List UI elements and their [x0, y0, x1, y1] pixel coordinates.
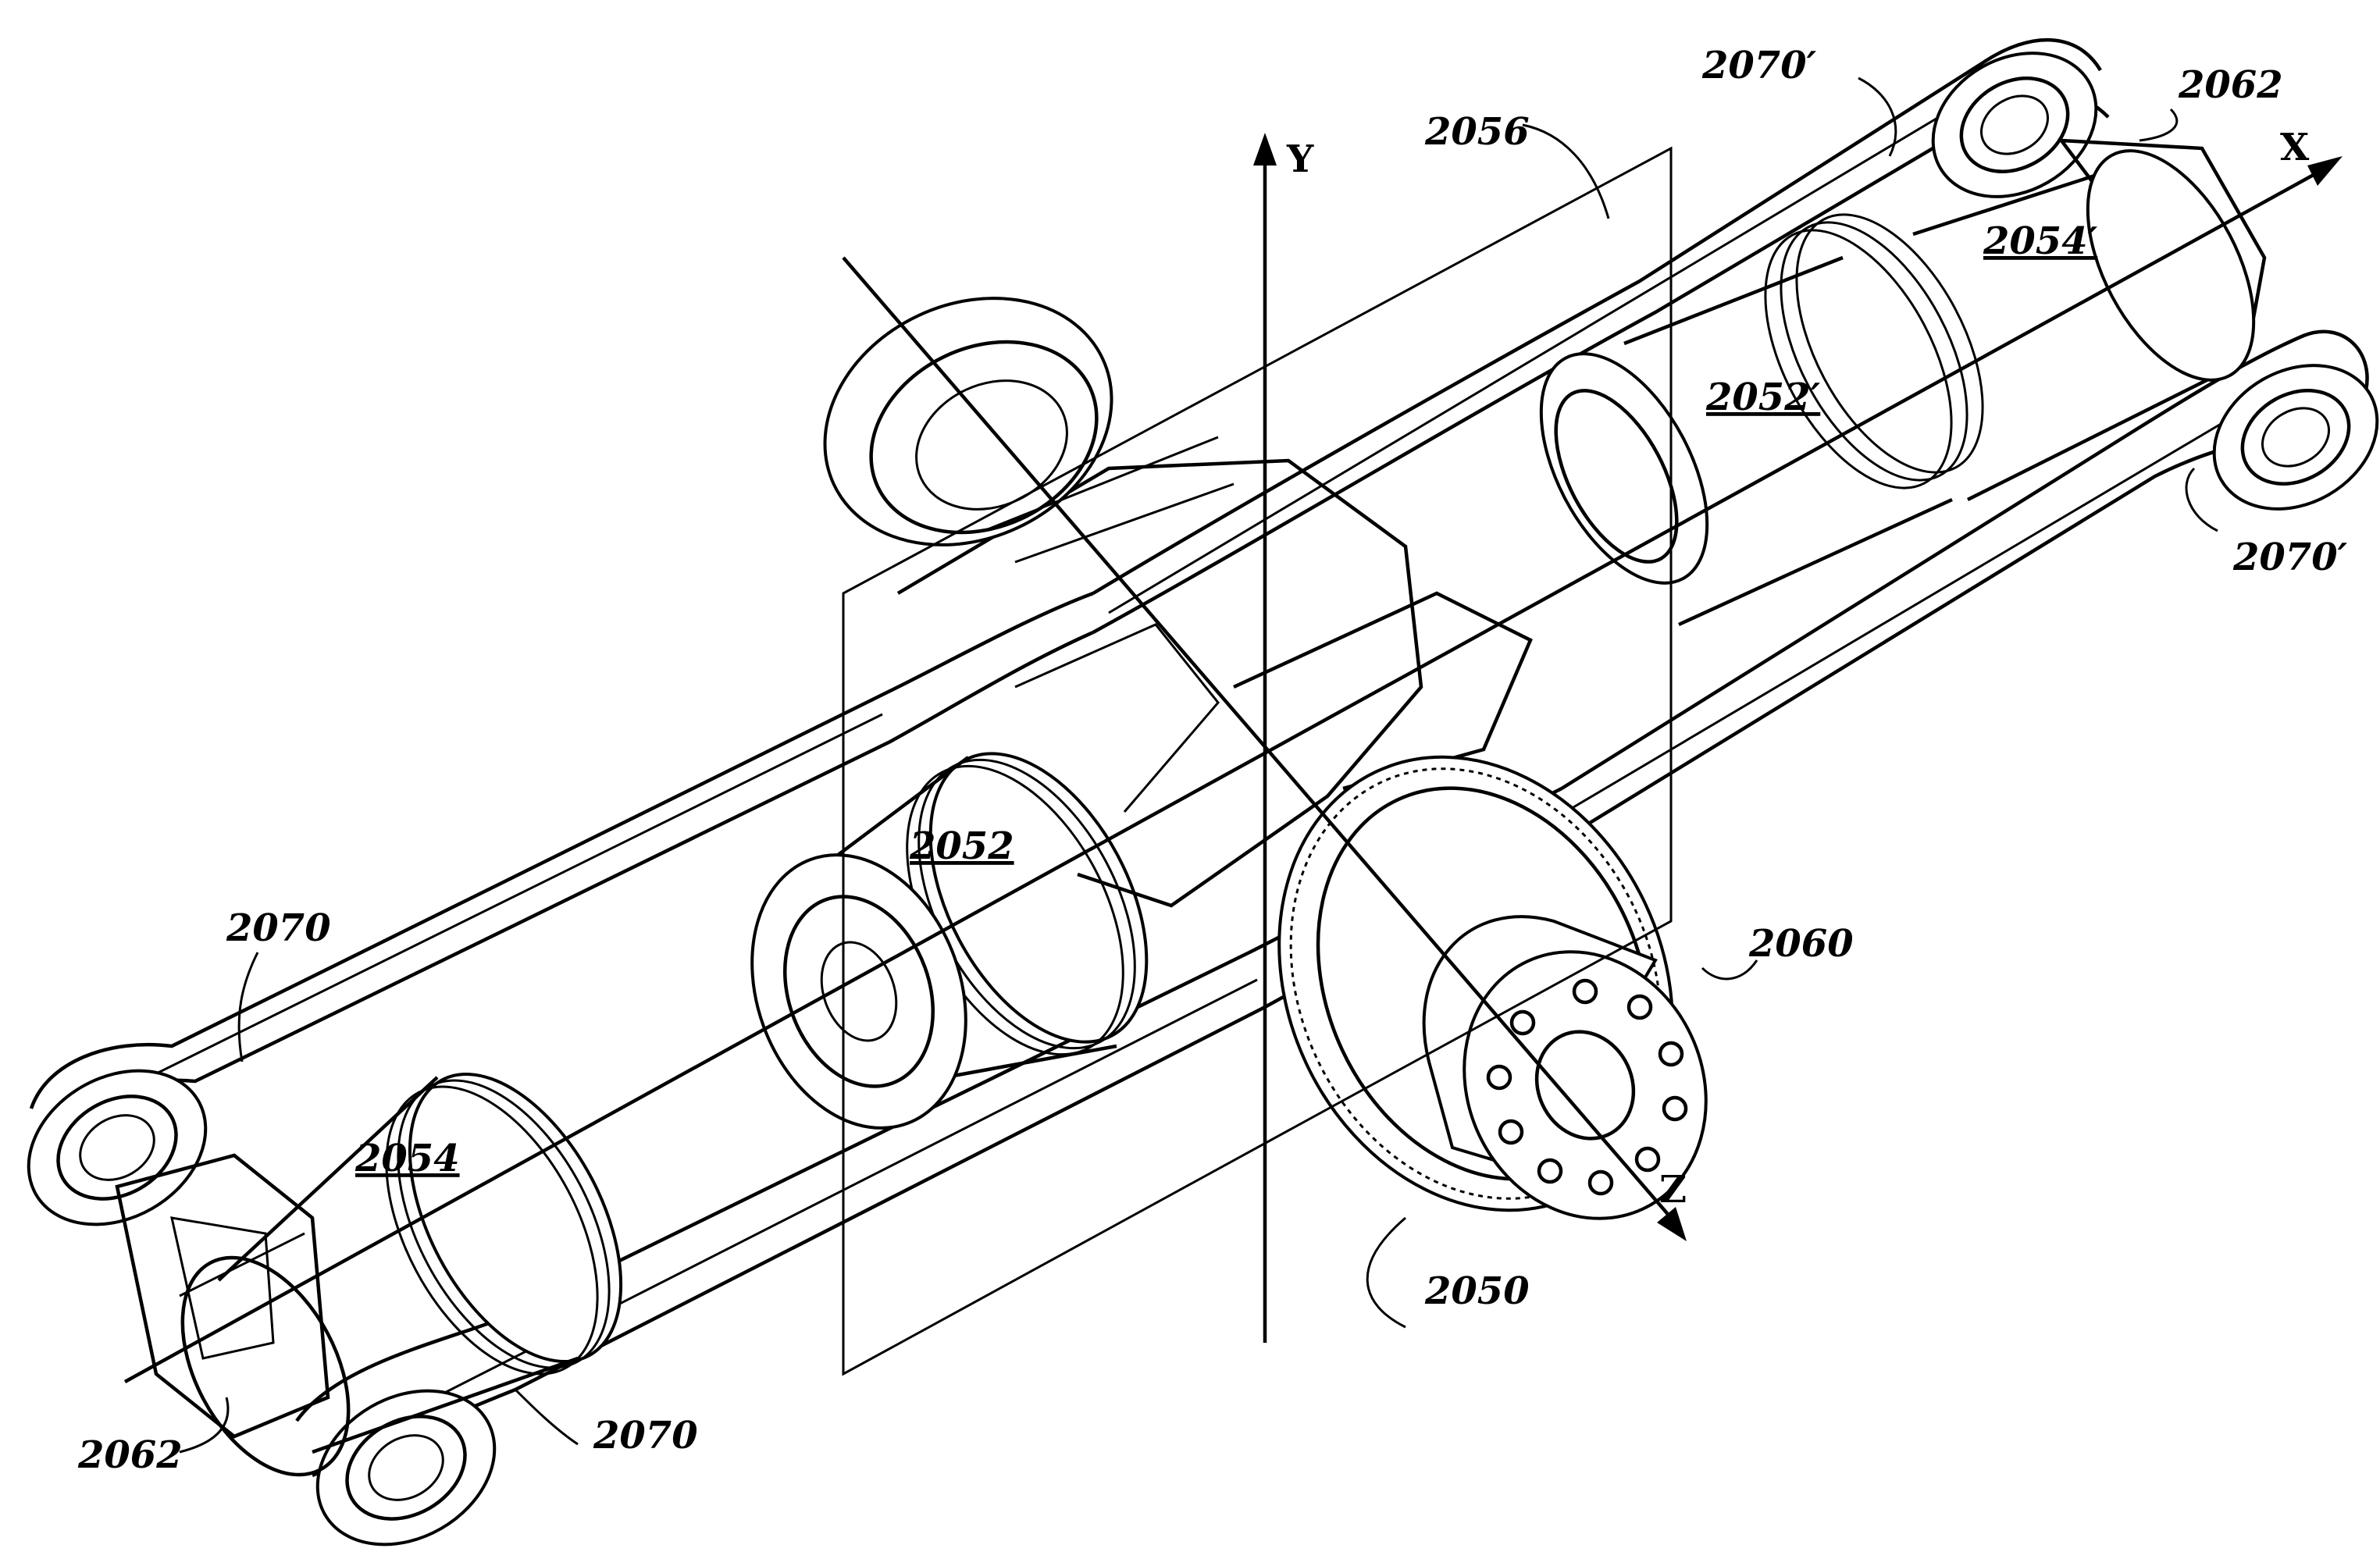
label-2052: 2052 [909, 824, 1014, 868]
label-2070-prime-upper: 2070′ [1701, 44, 1817, 87]
label-2056: 2056 [1424, 110, 1530, 154]
axis-label-z: Z [1659, 1168, 1687, 1212]
label-2054: 2054 [355, 1137, 460, 1180]
label-2062-left: 2062 [77, 1433, 183, 1477]
label-2070-prime-lower: 2070′ [2232, 536, 2348, 579]
label-2052-prime: 2052′ [1705, 376, 1821, 419]
label-2050: 2050 [1424, 1269, 1530, 1313]
label-2060: 2060 [1748, 922, 1854, 966]
idler-pulley [784, 253, 1234, 590]
label-2062-right: 2062 [2178, 63, 2283, 107]
label-2070-upper: 2070 [226, 906, 331, 950]
label-2070-lower: 2070 [593, 1414, 698, 1458]
label-2054-prime: 2054′ [1983, 219, 2098, 263]
crank-pin-left [715, 717, 1191, 1158]
axis-label-y: Y [1286, 137, 1314, 181]
axis-label-x: X [2280, 126, 2310, 169]
x-axis [125, 156, 2343, 1382]
